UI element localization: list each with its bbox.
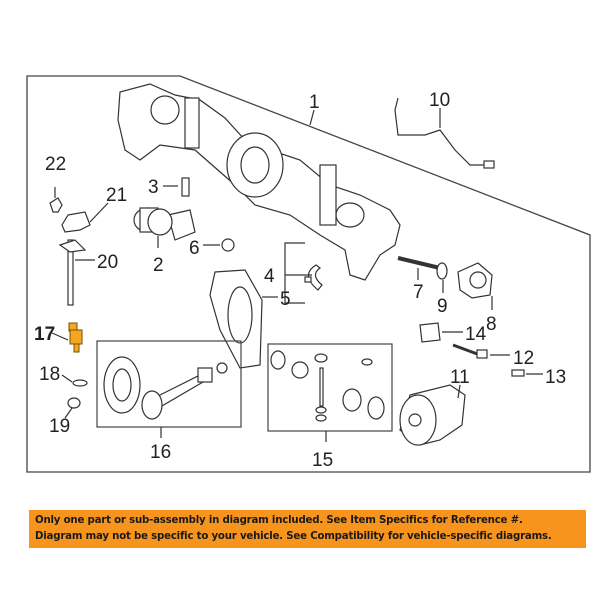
callout-1: 1 — [309, 92, 320, 113]
clip-part-4[interactable] — [304, 264, 323, 291]
axle-housing-part-1[interactable] — [117, 83, 401, 281]
sensor-wire-part-10[interactable] — [394, 97, 490, 166]
callout-20: 20 — [97, 252, 118, 273]
seal-part-19[interactable] — [67, 397, 81, 409]
bolt-part-3[interactable] — [181, 177, 190, 197]
differential-carrier-part-11[interactable] — [399, 384, 466, 446]
callout-2: 2 — [153, 255, 164, 276]
callout-22: 22 — [45, 154, 66, 175]
differential-gear-kit-box-part-15[interactable] — [267, 343, 393, 432]
sensor-connector — [483, 160, 495, 169]
bushing-part-2[interactable] — [133, 207, 196, 241]
callout-18: 18 — [39, 364, 60, 385]
notice-line-1: Only one part or sub-assembly in diagram… — [35, 515, 523, 526]
seal-part-9[interactable] — [436, 262, 448, 280]
callout-11: 11 — [450, 367, 470, 388]
callout-6: 6 — [189, 238, 200, 259]
hub-part-8[interactable] — [457, 262, 493, 299]
callout-14: 14 — [465, 324, 487, 345]
notice-banner: Only one part or sub-assembly in diagram… — [29, 510, 586, 548]
callout-21: 21 — [106, 185, 127, 206]
notice-line-2: Diagram may not be specific to your vehi… — [35, 531, 552, 542]
rod-part-20[interactable] — [67, 239, 74, 306]
parts-diagram: 1 10 22 21 3 2 6 4 20 5 7 9 8 17 14 12 1… — [26, 75, 591, 473]
vent-tube-part-12[interactable] — [452, 343, 488, 359]
cover-part-5[interactable] — [209, 269, 263, 369]
callout-9: 9 — [437, 296, 448, 317]
plug-part-6[interactable] — [221, 238, 235, 252]
diagram-frame — [26, 75, 591, 473]
o-ring-part-18[interactable] — [72, 379, 88, 387]
callout-13: 13 — [545, 367, 566, 388]
callout-5: 5 — [280, 289, 291, 310]
ring-pinion-kit-box-part-16[interactable] — [96, 340, 242, 428]
callout-4: 4 — [264, 266, 275, 287]
axle-shaft-part-7[interactable] — [397, 256, 441, 270]
sensor-part-17-highlighted[interactable] — [68, 322, 83, 353]
callout-19: 19 — [49, 416, 70, 437]
callout-12: 12 — [513, 348, 534, 369]
bracket-part-21[interactable] — [61, 211, 91, 233]
callout-17: 17 — [34, 324, 55, 345]
callout-10: 10 — [429, 90, 450, 111]
callout-16: 16 — [150, 442, 171, 463]
callout-15: 15 — [312, 450, 333, 471]
sensor-part-14[interactable] — [419, 322, 441, 343]
bolt-part-22[interactable] — [49, 197, 63, 213]
callout-8: 8 — [486, 314, 497, 335]
bolt-part-13[interactable] — [511, 369, 525, 377]
callout-3: 3 — [148, 177, 159, 198]
callout-7: 7 — [413, 282, 424, 303]
